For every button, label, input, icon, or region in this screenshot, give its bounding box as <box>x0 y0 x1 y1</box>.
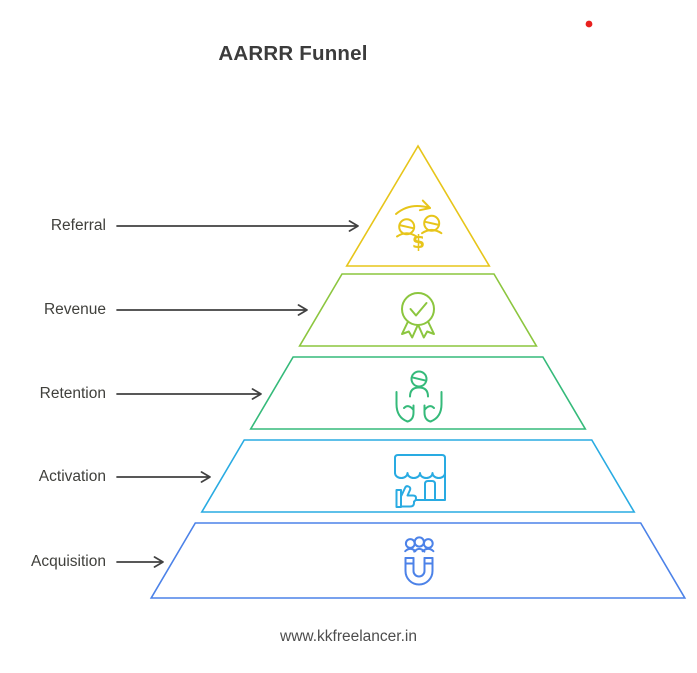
arrow-acquisition <box>116 556 164 568</box>
hands-holding-person-icon <box>395 370 443 423</box>
stage-label-acquisition: Acquisition <box>31 553 106 570</box>
red-dot <box>585 20 593 28</box>
page-title: AARRR Funnel <box>218 42 368 65</box>
stage-label-revenue: Revenue <box>43 301 106 318</box>
stage-label-retention: Retention <box>39 385 106 402</box>
arrow-referral <box>116 220 359 232</box>
funnel-level-revenue <box>298 273 538 347</box>
stage-label-activation: Activation <box>38 468 106 485</box>
label-arrows <box>116 220 359 568</box>
dollar-glyph: $ <box>412 231 425 253</box>
arrow-activation <box>116 471 211 483</box>
medal-check-icon <box>401 292 435 339</box>
storefront-thumbs-up-icon <box>394 454 446 508</box>
people-exchange-dollar-icon: $ <box>395 199 443 253</box>
arrow-revenue <box>116 304 308 316</box>
footer-website-url: www.kkfreelancer.in <box>280 628 417 645</box>
stage-label-referral: Referral <box>50 217 106 234</box>
funnel-level-retention <box>249 356 587 430</box>
arrow-retention <box>116 388 262 400</box>
funnel-level-acquisition <box>149 522 687 599</box>
magnet-attracting-people-icon <box>404 536 435 586</box>
